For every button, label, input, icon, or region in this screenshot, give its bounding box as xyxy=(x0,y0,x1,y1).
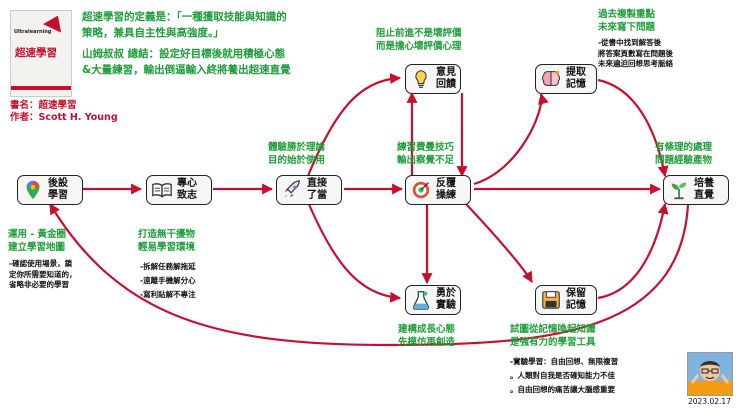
direct-annotation-title: 體驗勝於理論 目的始於使用 xyxy=(268,142,326,166)
retention-annotation-title: 試圖從記憶喚起知識 是強有力的學習工具 xyxy=(510,324,596,348)
node-retention-label: 保留 記憶 xyxy=(566,288,586,311)
goal-annotation-body: -確認使用場景，鎖 定你所需要知道的， 省略非必要的學習 xyxy=(9,259,77,289)
focus-annotation-title: 打造無干擾物 輕易學習環境 xyxy=(138,229,196,253)
node-retrieval-label: 提取 記憶 xyxy=(566,67,586,90)
node-focus[interactable]: 專心 致志 xyxy=(146,175,212,205)
node-retention[interactable]: 保留 記憶 xyxy=(535,285,597,315)
target-icon xyxy=(412,181,430,199)
arrow-retrieval-intuition xyxy=(597,78,669,178)
drill-annotation-title: 練習費曼技巧 輸出察覺不足 xyxy=(397,142,455,166)
arrow-retention-intuition xyxy=(597,202,669,300)
avatar xyxy=(687,352,733,396)
arrow-drill-retrieval xyxy=(473,92,549,186)
book-cover: Ultralearning 超速學習 xyxy=(10,10,72,97)
retention-bullet-3: 。自由回想的痛苦讓大腦感重要 xyxy=(510,385,615,394)
lightbulb-icon xyxy=(415,70,427,88)
book-cover-stripe xyxy=(11,86,71,90)
node-retrieval[interactable]: 提取 記憶 xyxy=(535,64,597,94)
save-disk-icon xyxy=(542,291,560,309)
seedling-icon xyxy=(671,182,687,200)
retrieval-annotation-title: 過去複製重點 未來寫下問題 xyxy=(598,9,656,33)
focus-bullet-1: -拆解任務解拖延 xyxy=(140,262,196,271)
node-directness[interactable]: 直接 了當 xyxy=(276,175,342,205)
arrow-direct-experiment xyxy=(306,201,402,303)
arrow-drill-retention xyxy=(465,203,533,283)
summary-line-2: &大量練習，輸出倒逼輸入終將養出超速直覺 xyxy=(82,64,291,76)
node-focus-label: 專心 致志 xyxy=(177,178,197,201)
focus-bullet-2: -遠離手機解分心 xyxy=(140,276,196,285)
date-label: 2023.02.17 xyxy=(688,397,731,406)
arrow-direct-feedback xyxy=(306,73,402,177)
definition-line-1: 超速學習的定義是：「一種獲取技能與知識的 xyxy=(82,11,287,23)
focus-bullet-3: -寫利貼解不專注 xyxy=(140,290,196,299)
arrow-intuition-goal xyxy=(49,203,690,347)
node-meta-learning[interactable]: 後設 學習 xyxy=(17,175,83,205)
retrieval-annotation-body: -從書中找到解答後 將答案頁數寫在問題後 未來遍迫回想思考脈絡 xyxy=(598,38,673,68)
rocket-icon xyxy=(283,180,300,199)
node-experiment-label: 勇於 實驗 xyxy=(436,288,456,311)
book-cover-english-title: Ultralearning xyxy=(14,29,52,35)
book-name: 書名：超速學習 xyxy=(10,100,77,111)
node-meta-learning-label: 後設 學習 xyxy=(48,178,68,201)
node-drill[interactable]: 反覆 操練 xyxy=(405,175,471,205)
experiment-annotation-title: 建構成長心態 先模仿再創造 xyxy=(398,324,456,348)
node-drill-label: 反覆 操練 xyxy=(436,178,456,201)
node-intuition[interactable]: 培養 直覺 xyxy=(663,175,729,205)
goal-annotation-title: 運用 - 黃金圈 建立學習地圖 xyxy=(8,229,67,253)
book-author: 作者：Scott H. Young xyxy=(10,112,118,123)
map-pin-icon xyxy=(26,180,40,200)
intuition-annotation-title: 有條理的處理 問題經驗產物 xyxy=(655,142,713,166)
node-intuition-label: 培養 直覺 xyxy=(694,178,714,201)
flask-icon xyxy=(412,291,430,310)
node-feedback-label: 意見 回饋 xyxy=(436,67,456,90)
node-feedback[interactable]: 意見 回饋 xyxy=(405,64,461,94)
brain-icon xyxy=(541,70,561,86)
open-book-icon xyxy=(152,183,172,198)
retention-bullet-2: 。人類對自我是否確知能力不佳 xyxy=(510,371,615,380)
feedback-annotation-title: 阻止前進不是壞評價 而是擔心壞評價心理 xyxy=(376,28,462,52)
definition-line-2: 策略，兼具自主性與高強度。」 xyxy=(82,27,224,39)
book-cover-title: 超速學習 xyxy=(15,47,57,59)
node-experiment[interactable]: 勇於 實驗 xyxy=(405,285,461,315)
node-directness-label: 直接 了當 xyxy=(307,178,327,201)
summary-line-1: 山姆叔叔 總結：設定好目標後就用積極心態 xyxy=(82,48,286,60)
avatar-illustration xyxy=(688,361,732,395)
retention-bullet-1: -實驗學習：自由回想、無限複習 xyxy=(510,357,619,366)
